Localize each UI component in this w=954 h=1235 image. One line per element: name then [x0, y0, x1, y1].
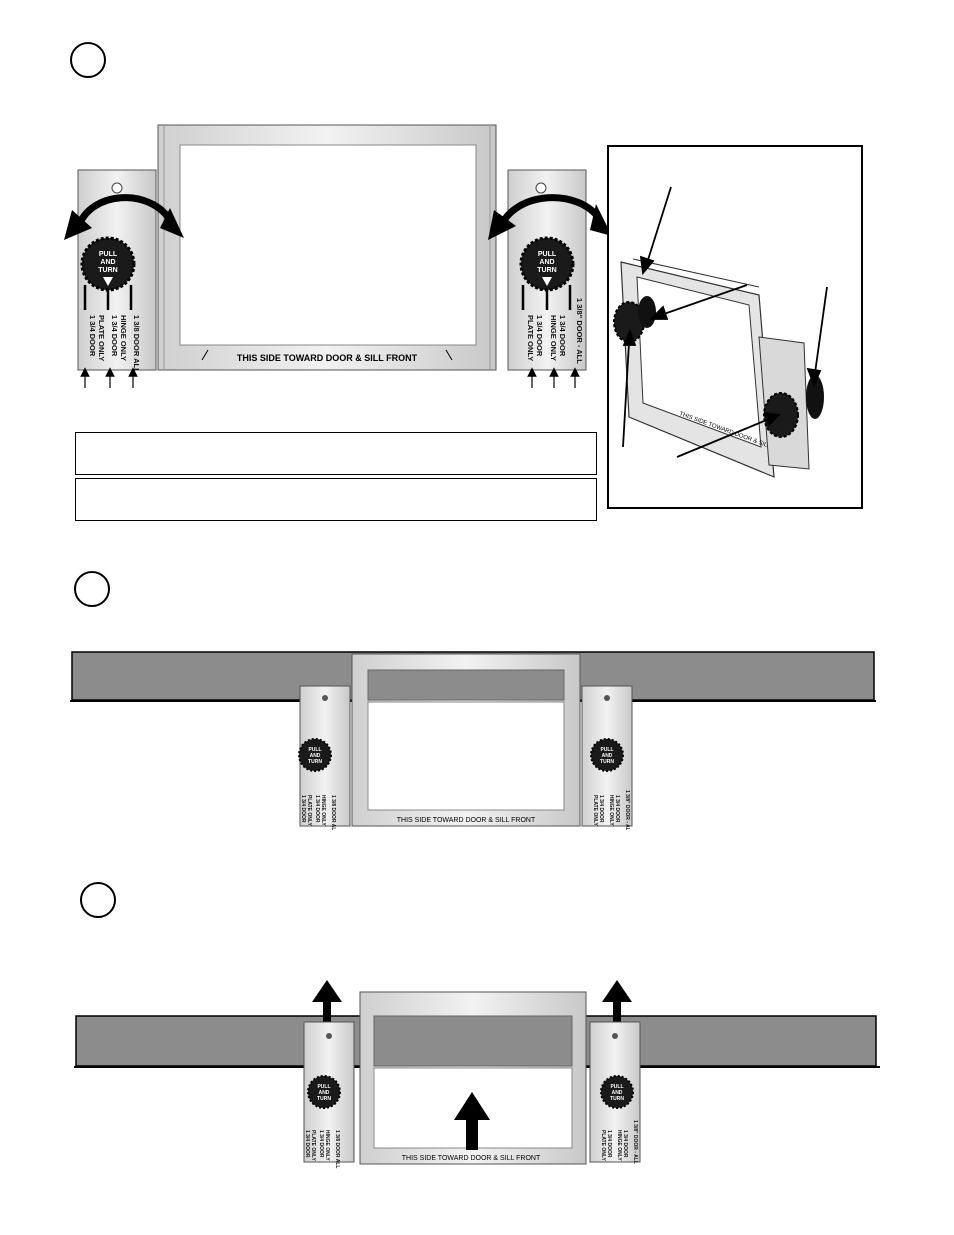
- step-2-left-knob-text-1: PULL: [308, 747, 321, 753]
- right-knob-text-2: AND: [539, 259, 554, 266]
- inset-detail-diagram: THIS SIDE TOWARD DOOR & SILL FRONT: [613, 186, 828, 478]
- step-1-note-box-2: [75, 478, 597, 521]
- right-label-5: PLATE ONLY: [526, 315, 535, 361]
- right-label-1: 1 3/8" DOOR - ALL: [575, 298, 584, 364]
- inset-leader-lines: [622, 186, 828, 458]
- right-knob-text-1: PULL: [538, 251, 557, 258]
- step-3-template-top-window: [373, 1015, 573, 1067]
- right-knob-text-3: TURN: [537, 267, 556, 274]
- step-3-left-label-5: 1 3/8 DOOR ALL: [334, 1130, 340, 1168]
- left-position-arrows: [80, 367, 138, 388]
- step-3-right-knob-text-3: TURN: [610, 1096, 624, 1102]
- right-rotate-arrow: [488, 194, 612, 240]
- left-knob: PULL AND TURN: [80, 236, 136, 292]
- right-position-arrows: [527, 367, 580, 388]
- step-3-right-label-4: 1 3/4 DOOR: [606, 1130, 612, 1158]
- step-3-right-knob-text-1: PULL: [610, 1084, 623, 1090]
- left-plate-hole: [111, 182, 123, 194]
- step-2-right-knob-text-3: TURN: [600, 759, 614, 765]
- right-label-2: 1 3/4 DOOR: [558, 315, 567, 357]
- template-bottom-text: THIS SIDE TOWARD DOOR & SILL FRONT: [237, 353, 418, 363]
- step-2-left-knob: [298, 738, 332, 772]
- step-3-left-label-1: 1 3/4 DOOR: [304, 1130, 310, 1158]
- right-plate-labels: 1 3/8" DOOR - ALL 1 3/4 DOOR HINGE ONLY …: [526, 298, 584, 364]
- step-3-left-up-arrow: [312, 980, 342, 1022]
- step-3-left-label-3: 1 3/4 DOOR: [318, 1130, 324, 1158]
- step-2-left-knob-text-2: AND: [310, 753, 321, 759]
- step-1-circle: [70, 42, 106, 78]
- step-3-right-label-2: 1 3/4 DOOR: [622, 1130, 628, 1158]
- step-3-left-knob-text-2: AND: [319, 1090, 330, 1096]
- left-knob-text-3: TURN: [98, 267, 117, 274]
- step-3-left-knob-text-1: PULL: [317, 1084, 330, 1090]
- step-3-right-label-3: HINGE ONLY: [616, 1130, 622, 1161]
- step-2-bottom-text: THIS SIDE TOWARD DOOR & SILL FRONT: [397, 817, 536, 824]
- left-label-3: 1 3/4 DOOR: [110, 315, 119, 357]
- left-label-1: 1 3/4 DOOR: [88, 315, 97, 357]
- step-3-left-label-2: PLATE ONLY: [310, 1130, 316, 1162]
- left-knob-text-1: PULL: [99, 251, 118, 258]
- right-plate-hole: [535, 182, 547, 194]
- step-2-left-label-5: 1 3/8 DOOR ALL: [330, 795, 336, 830]
- step-2-left-knob-text-3: TURN: [308, 759, 322, 765]
- step-2-right-label-4: 1 3/4 DOOR: [598, 795, 604, 823]
- right-label-4: 1 3/4 DOOR: [535, 315, 544, 357]
- step-3-right-knob-text-2: AND: [612, 1090, 623, 1096]
- left-label-4: HINGE ONLY: [119, 315, 128, 361]
- step-2-left-label-1: 1 3/4 DOOR: [300, 795, 306, 823]
- step-3-left-label-4: HINGE ONLY: [324, 1130, 330, 1161]
- step-2-right-knob-text-2: AND: [602, 753, 613, 759]
- left-label-5: 1 3/8 DOOR ALL: [132, 315, 141, 373]
- step-2-template-window: [367, 701, 565, 811]
- left-knob-text-2: AND: [100, 259, 115, 266]
- step-1-note-box-1: [75, 432, 597, 475]
- step-2-diagram: PULL AND TURN 1 3/4 DOOR PLATE ONLY 1 3/…: [70, 651, 876, 830]
- step-2-right-label-2: 1 3/4 DOOR: [614, 795, 620, 823]
- inset-right-knob: [763, 392, 799, 438]
- step-3-right-knob: [600, 1075, 634, 1109]
- step-2-left-label-4: HINGE ONLY: [320, 795, 326, 826]
- step-2-circle: [74, 571, 110, 607]
- right-label-3: HINGE ONLY: [549, 315, 558, 361]
- step-2-right-knob: [590, 738, 624, 772]
- step-3-diagram: PULL AND TURN 1 3/4 DOOR PLATE ONLY 1 3/…: [74, 980, 880, 1168]
- step-3-left-knob-text-3: TURN: [317, 1096, 331, 1102]
- step-3-left-knob: [307, 1075, 341, 1109]
- step-3-right-label-1: 1 3/8" DOOR - ALL: [632, 1120, 638, 1164]
- step-2-right-label-1: 1 3/8" DOOR - ALL: [624, 790, 630, 830]
- step-3-center-up-arrow: [454, 1092, 490, 1150]
- inset-right-knob-back: [806, 375, 824, 419]
- step-1-template-diagram: PULL AND TURN 1 3/4 DOOR PLATE ONLY 1 3/…: [64, 124, 612, 388]
- step-3-circle: [80, 882, 116, 918]
- step-2-left-label-2: PLATE ONLY: [306, 795, 312, 827]
- step-2-right-knob-text-1: PULL: [600, 747, 613, 753]
- step-3-right-label-5: PLATE ONLY: [600, 1130, 606, 1162]
- step-2-left-label-3: 1 3/4 DOOR: [314, 795, 320, 823]
- left-rotate-arrow: [64, 194, 184, 240]
- left-label-2: PLATE ONLY: [97, 315, 106, 361]
- right-knob: PULL AND TURN: [519, 236, 575, 292]
- step-2-right-label-5: PLATE ONLY: [592, 795, 598, 827]
- left-plate-labels: 1 3/4 DOOR PLATE ONLY 1 3/4 DOOR HINGE O…: [88, 315, 141, 373]
- step-3-right-up-arrow: [602, 980, 632, 1022]
- step-2-right-label-3: HINGE ONLY: [608, 795, 614, 826]
- inset-left-knob-back: [638, 296, 656, 328]
- step-2-template-top-window: [367, 669, 565, 701]
- template-window: [179, 144, 477, 346]
- step-3-bottom-text: THIS SIDE TOWARD DOOR & SILL FRONT: [402, 1155, 541, 1162]
